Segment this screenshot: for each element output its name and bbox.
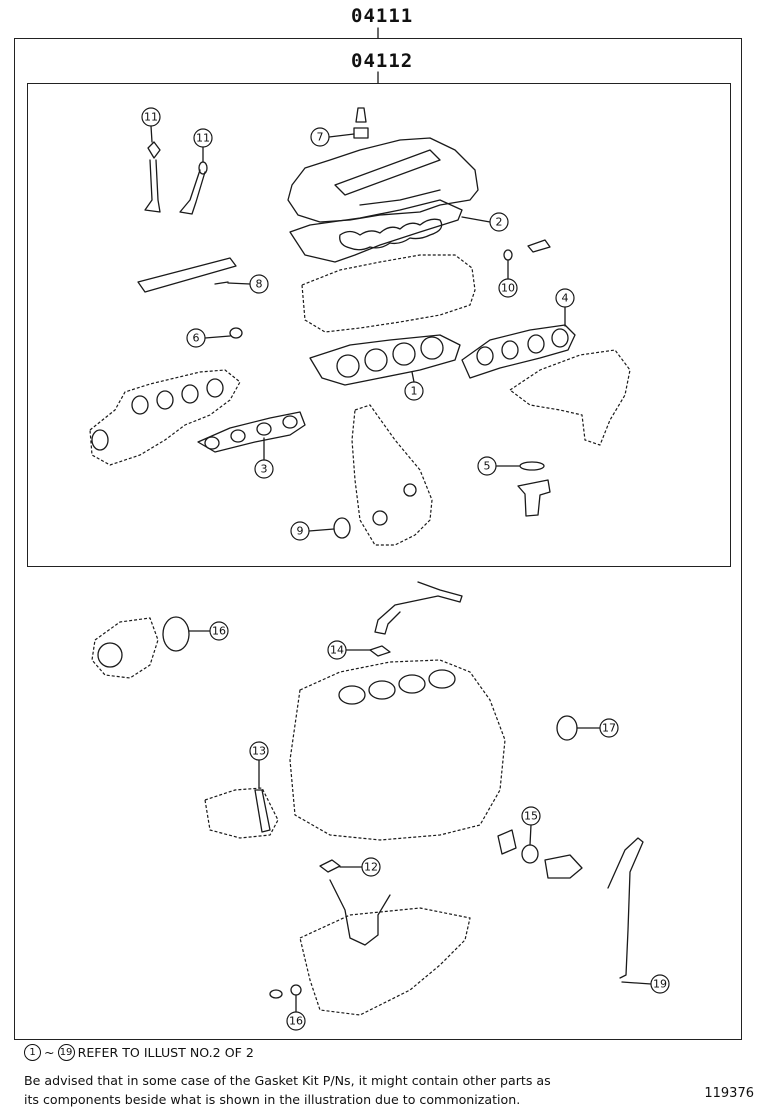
intake-manifold-gasket-drawing xyxy=(197,411,306,453)
spark-plug-seal-drawing xyxy=(503,249,513,261)
callout-13: 13 xyxy=(249,741,269,789)
svg-text:6: 6 xyxy=(193,332,200,345)
drain-plug-drawing xyxy=(269,989,283,999)
callout-3: 3 xyxy=(254,437,274,479)
oil-separator-drawing xyxy=(204,787,279,839)
reference-note: 1 ~ 19 REFER TO ILLUST NO.2 OF 2 xyxy=(24,1044,254,1061)
svg-text:12: 12 xyxy=(364,861,378,874)
oil-pump-drawing xyxy=(91,617,159,679)
callout-19: 19 xyxy=(621,974,670,994)
callout-2: 2 xyxy=(461,212,509,232)
camshaft-drawing xyxy=(137,257,237,293)
svg-text:3: 3 xyxy=(261,463,268,476)
svg-text:5: 5 xyxy=(484,460,491,473)
seal-washer-8-drawing xyxy=(214,281,229,285)
cylinder-block-drawing xyxy=(289,659,506,841)
svg-text:11: 11 xyxy=(196,132,210,145)
cylinder-head-cover-drawing xyxy=(287,137,479,223)
callout-9: 9 xyxy=(290,521,335,541)
o-ring-16-drawing xyxy=(162,616,190,652)
svg-text:7: 7 xyxy=(317,131,324,144)
callout-15: 15 xyxy=(521,806,541,846)
callout-5: 5 xyxy=(477,456,520,476)
ref-separator: ~ xyxy=(44,1045,55,1060)
svg-text:19: 19 xyxy=(653,978,667,991)
svg-text:8: 8 xyxy=(256,278,263,291)
dipstick-guide-drawing xyxy=(607,837,644,979)
clip-drawing xyxy=(527,239,551,253)
callout-16-lower: 16 xyxy=(286,994,306,1031)
callout-8: 8 xyxy=(227,274,269,294)
gasket-14-drawing xyxy=(369,645,391,657)
svg-text:17: 17 xyxy=(602,722,616,735)
timing-cover-drawing xyxy=(351,404,433,546)
drain-gasket-16-drawing xyxy=(290,984,302,996)
head-gasket-drawing xyxy=(309,334,461,386)
oil-pan-drawing xyxy=(299,879,471,1016)
thermostat-housing-drawing xyxy=(517,479,551,517)
exhaust-manifold-gasket-drawing xyxy=(461,324,576,379)
inner-kit-frame xyxy=(27,83,731,567)
svg-text:11: 11 xyxy=(144,111,158,124)
valve-cover-bolt-drawing xyxy=(353,107,369,139)
svg-text:15: 15 xyxy=(524,810,538,823)
gasket-5-drawing xyxy=(519,461,545,471)
figure-number: 119376 xyxy=(704,1086,754,1101)
oil-tube-drawing xyxy=(374,581,463,635)
svg-text:16: 16 xyxy=(289,1015,303,1028)
svg-text:1: 1 xyxy=(411,385,418,398)
inner-group-code: 04112 xyxy=(351,50,414,72)
svg-text:4: 4 xyxy=(562,292,569,305)
callout-14: 14 xyxy=(327,640,371,660)
valve-drawings xyxy=(144,141,208,215)
callout-11-left: 11 xyxy=(141,107,161,143)
gasket-12-drawing xyxy=(319,859,341,873)
callout-10: 10 xyxy=(498,260,518,298)
svg-text:10: 10 xyxy=(501,282,515,295)
svg-text:2: 2 xyxy=(496,216,503,229)
callout-4: 4 xyxy=(555,288,575,327)
svg-text:16: 16 xyxy=(212,625,226,638)
svg-text:14: 14 xyxy=(330,644,344,657)
head-cover-gasket-drawing xyxy=(289,199,463,263)
ref-text: REFER TO ILLUST NO.2 OF 2 xyxy=(77,1045,254,1060)
cylinder-head-drawing xyxy=(301,254,476,333)
svg-text:13: 13 xyxy=(252,745,266,758)
oil-seal-17-drawing xyxy=(556,715,578,741)
ref-to-callout: 19 xyxy=(57,1044,75,1061)
outer-group-code: 04111 xyxy=(351,5,414,27)
callout-1: 1 xyxy=(404,371,424,401)
callout-16-upper: 16 xyxy=(188,621,229,641)
callout-17: 17 xyxy=(576,718,619,738)
advice-line-2: its components beside what is shown in t… xyxy=(24,1092,521,1107)
svg-text:9: 9 xyxy=(297,525,304,538)
oil-filter-union-drawing xyxy=(497,829,583,879)
oil-seal-6-drawing xyxy=(229,327,243,339)
exhaust-manifold-drawing xyxy=(509,349,631,446)
crank-front-seal-drawing xyxy=(333,517,351,539)
callout-6: 6 xyxy=(186,328,231,348)
callout-7: 7 xyxy=(310,127,355,147)
callout-11-right: 11 xyxy=(193,128,213,163)
intake-manifold-drawing xyxy=(89,369,241,466)
ref-from-callout: 1 xyxy=(24,1044,41,1061)
advice-line-1: Be advised that in some case of the Gask… xyxy=(24,1073,551,1088)
callout-12: 12 xyxy=(339,857,381,877)
